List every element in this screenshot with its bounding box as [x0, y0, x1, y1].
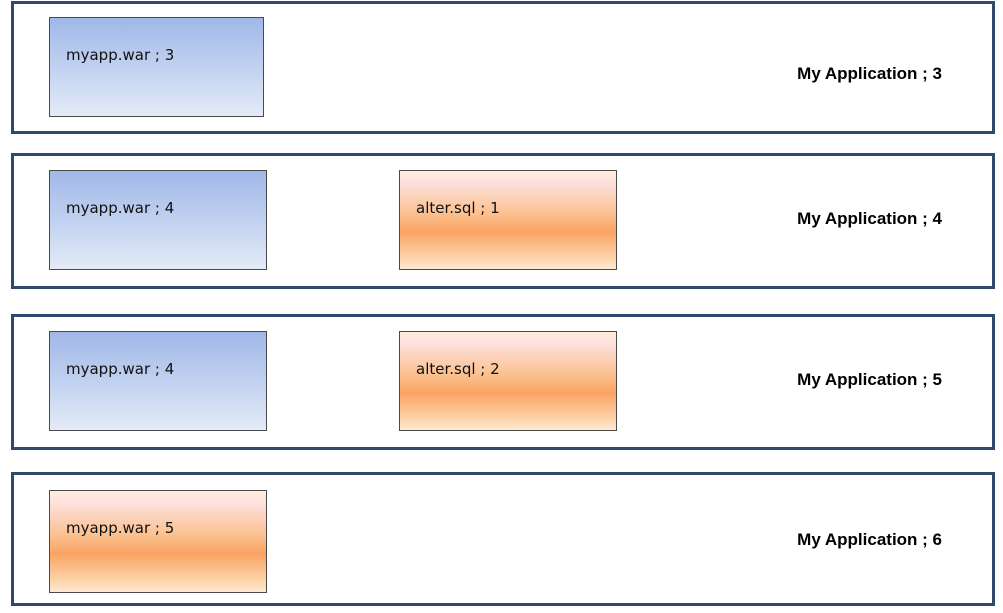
artifact-label: myapp.war ; 3: [66, 46, 175, 64]
artifact-box-sql: alter.sql ; 2: [399, 331, 617, 431]
release-row-3: myapp.war ; 4 alter.sql ; 2 My Applicati…: [11, 314, 995, 450]
release-row-2: myapp.war ; 4 alter.sql ; 1 My Applicati…: [11, 153, 995, 289]
application-version-label: My Application ; 6: [797, 530, 942, 549]
artifact-label: myapp.war ; 4: [66, 199, 175, 217]
application-version-label: My Application ; 3: [797, 64, 942, 83]
application-version-label: My Application ; 4: [797, 209, 942, 228]
release-row-1: myapp.war ; 3 My Application ; 3: [11, 1, 995, 134]
artifact-box-sql: alter.sql ; 1: [399, 170, 617, 270]
artifact-label: myapp.war ; 5: [66, 519, 175, 537]
artifact-label: alter.sql ; 1: [416, 199, 500, 217]
release-row-4: myapp.war ; 5 My Application ; 6: [11, 472, 995, 606]
artifact-box-war: myapp.war ; 5: [49, 490, 267, 593]
artifact-box-war: myapp.war ; 4: [49, 170, 267, 270]
artifact-label: alter.sql ; 2: [416, 360, 500, 378]
artifact-box-war: myapp.war ; 4: [49, 331, 267, 431]
artifact-label: myapp.war ; 4: [66, 360, 175, 378]
application-version-label: My Application ; 5: [797, 370, 942, 389]
artifact-box-war: myapp.war ; 3: [49, 17, 264, 117]
